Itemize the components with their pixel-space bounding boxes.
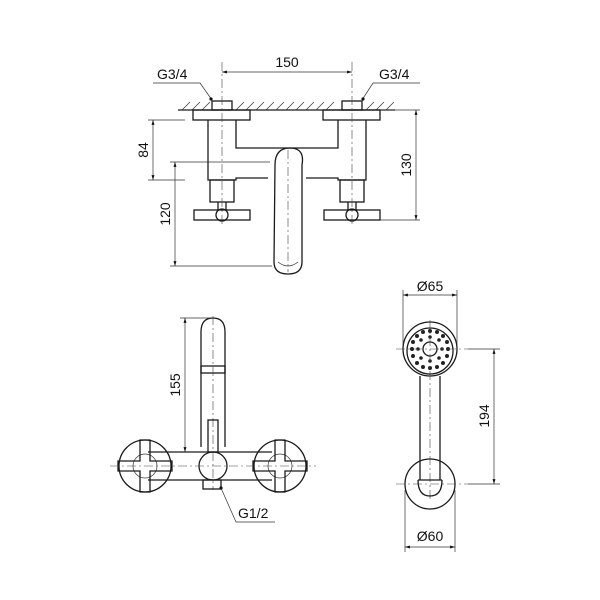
connection-left-label: G3/4	[157, 66, 188, 82]
dim-150-label: 150	[275, 54, 299, 70]
hand-shower-view: Ø65 194 Ø60	[396, 278, 500, 552]
wall-hatch	[181, 101, 395, 111]
outlet-thread-label: G1/2	[238, 505, 269, 521]
dim-84-label: 84	[135, 142, 151, 158]
connection-right-label: G3/4	[379, 66, 410, 82]
top-view: 150 G3/4 G3/4 84 120 130	[135, 54, 420, 275]
base-diameter-label: Ø60	[417, 528, 444, 544]
dim-155-label: 155	[167, 373, 183, 397]
head-diameter-label: Ø65	[417, 278, 444, 294]
dim-194-label: 194	[476, 404, 492, 428]
dim-130-label: 130	[398, 153, 414, 177]
dim-120-label: 120	[157, 202, 173, 226]
front-view: 155 G1/2	[110, 316, 316, 523]
